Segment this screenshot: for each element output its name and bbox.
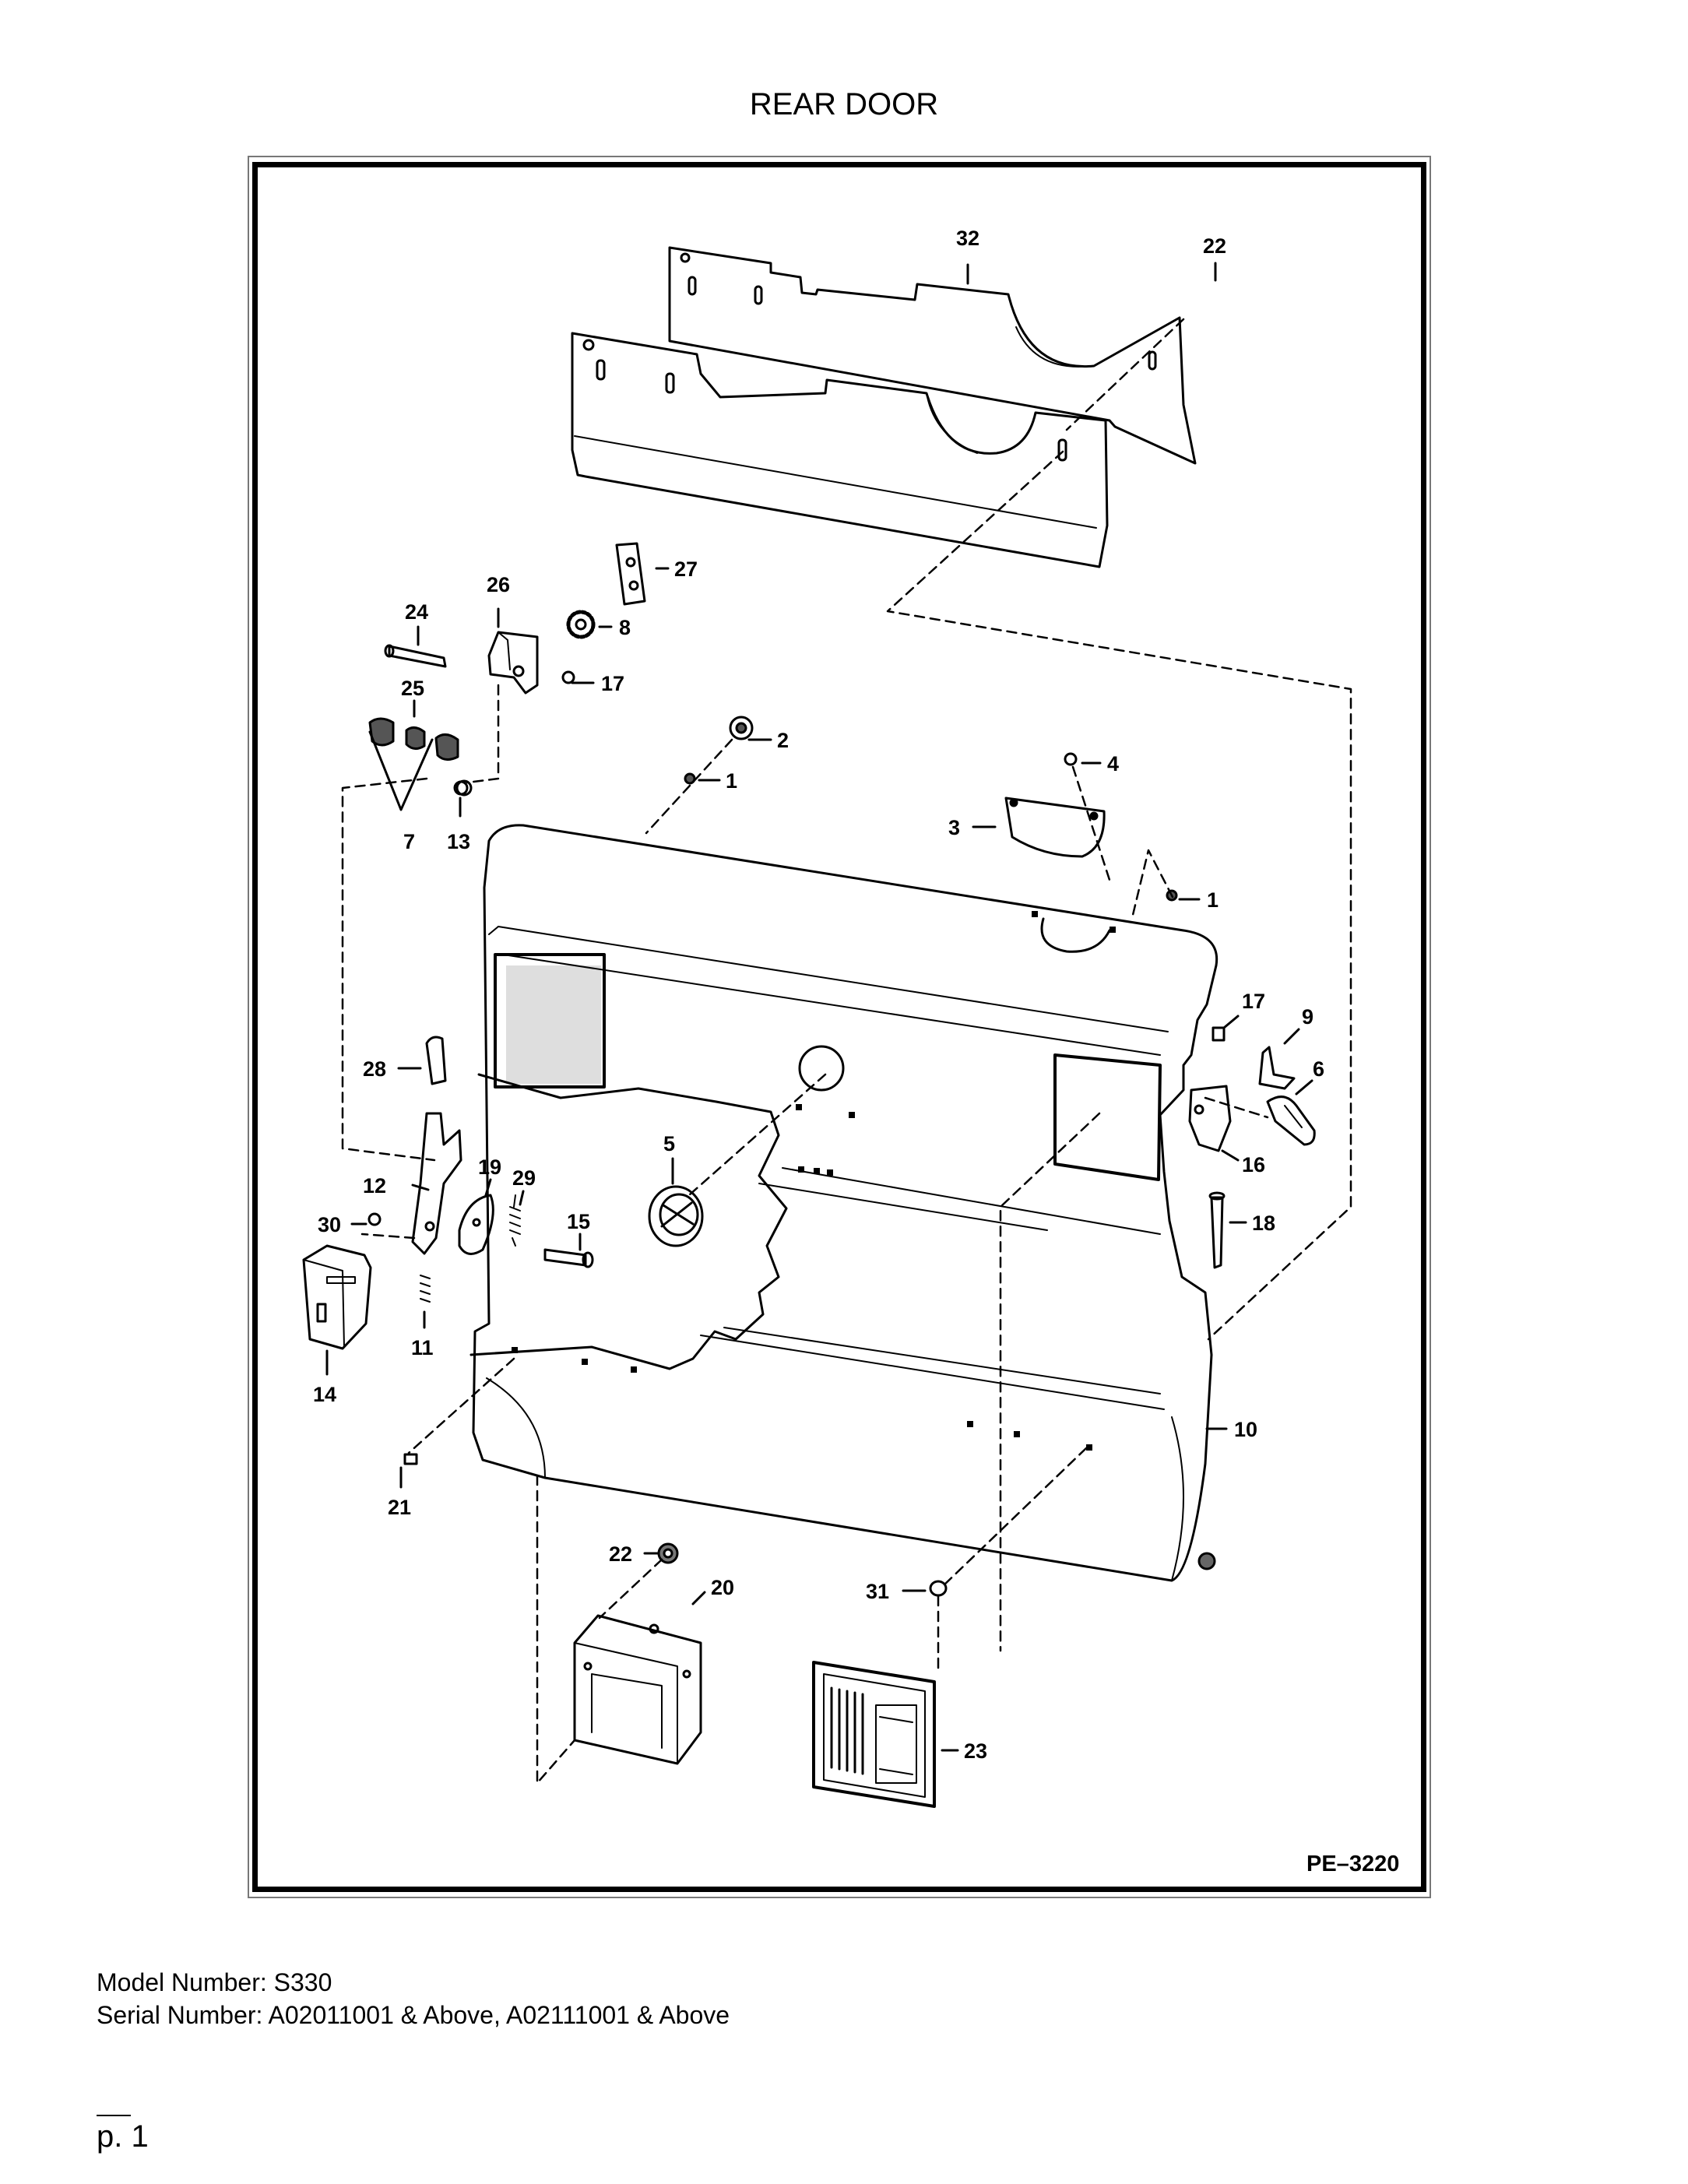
part-13-bolt bbox=[455, 779, 473, 797]
callout-24: 24 bbox=[405, 600, 428, 624]
page-number: p. 1 bbox=[97, 2119, 149, 2154]
callout-22: 22 bbox=[609, 1542, 632, 1566]
callout-9: 9 bbox=[1302, 1005, 1313, 1029]
fasteners bbox=[367, 670, 1216, 1570]
callout-14: 14 bbox=[313, 1383, 336, 1406]
callout-4: 4 bbox=[1107, 752, 1119, 775]
callout-17: 17 bbox=[1242, 990, 1265, 1013]
callout-5: 5 bbox=[663, 1132, 675, 1155]
part-6-latch-striker bbox=[1266, 1096, 1316, 1146]
callout-7: 7 bbox=[403, 830, 415, 853]
callout-11: 11 bbox=[411, 1336, 434, 1359]
callout-31: 31 bbox=[866, 1580, 889, 1603]
part-7-bushings bbox=[368, 717, 459, 761]
part-32-upper-shield-back bbox=[668, 246, 1197, 465]
part-26-hinge-bracket bbox=[487, 631, 539, 695]
callout-20: 20 bbox=[711, 1576, 734, 1599]
callout-27: 27 bbox=[674, 557, 698, 581]
diagram-frame-outer bbox=[248, 156, 1431, 1898]
callout-12: 12 bbox=[363, 1174, 386, 1198]
callout-22: 22 bbox=[1203, 234, 1226, 258]
part-28-knob bbox=[425, 1036, 447, 1085]
callout-16: 16 bbox=[1242, 1153, 1265, 1176]
part-10-rear-door bbox=[469, 824, 1219, 1582]
part-21-bolt bbox=[403, 1453, 418, 1465]
callout-6: 6 bbox=[1313, 1057, 1324, 1081]
callout-28: 28 bbox=[363, 1057, 386, 1081]
model-number: Model Number: S330 bbox=[97, 1968, 332, 1996]
page-rule bbox=[97, 2115, 131, 2116]
figure-code: PE–3220 bbox=[1306, 1852, 1400, 1876]
part-31-bolt bbox=[929, 1580, 948, 1597]
callout-3: 3 bbox=[948, 816, 960, 839]
part-16-hinge-bracket bbox=[1188, 1085, 1232, 1152]
part-18-pin bbox=[1208, 1191, 1226, 1269]
part-20-box-bracket bbox=[573, 1614, 702, 1765]
callout-2: 2 bbox=[777, 729, 789, 752]
callout-18: 18 bbox=[1252, 1212, 1275, 1235]
part-15-bolt bbox=[543, 1248, 594, 1268]
assembly-lines bbox=[341, 318, 1352, 1785]
serial-number: Serial Number: A02011001 & Above, A02111… bbox=[97, 2001, 730, 2029]
callout-19: 19 bbox=[478, 1155, 501, 1179]
callout-17: 17 bbox=[601, 672, 624, 695]
callout-29: 29 bbox=[512, 1166, 536, 1190]
part-5-handle bbox=[648, 1185, 704, 1247]
callout-1: 1 bbox=[1207, 888, 1219, 912]
part-24-pin bbox=[384, 644, 447, 668]
part-12-latch-lever bbox=[411, 1112, 462, 1255]
callout-1: 1 bbox=[726, 769, 737, 793]
callout-26: 26 bbox=[487, 573, 510, 596]
part-9-clip bbox=[1258, 1046, 1296, 1090]
part-29-spring bbox=[509, 1194, 521, 1247]
callout-10: 10 bbox=[1234, 1418, 1257, 1441]
callouts: 32 22 27 26 24 8 17 25 2 1 4 3 1 7 13 17… bbox=[313, 227, 1324, 1763]
callout-8: 8 bbox=[619, 616, 631, 639]
part-19-cam bbox=[458, 1194, 494, 1255]
callout-25: 25 bbox=[401, 677, 424, 700]
part-3-cover-plate bbox=[1004, 797, 1106, 858]
callout-23: 23 bbox=[964, 1739, 987, 1763]
callout-32: 32 bbox=[956, 227, 979, 250]
part-11-spring bbox=[420, 1275, 431, 1303]
part-23-plate bbox=[812, 1661, 936, 1808]
leader-lines bbox=[325, 262, 1313, 1752]
callout-15: 15 bbox=[567, 1210, 590, 1233]
part-27-plate bbox=[615, 542, 646, 606]
callout-30: 30 bbox=[318, 1213, 341, 1236]
callout-21: 21 bbox=[388, 1496, 411, 1519]
diagram-frame bbox=[252, 162, 1426, 1892]
part-17-nut bbox=[1211, 1026, 1226, 1042]
part-8-gear bbox=[566, 610, 596, 639]
callout-13: 13 bbox=[447, 830, 470, 853]
page-title: REAR DOOR bbox=[749, 87, 939, 121]
part-14-latch-housing bbox=[302, 1244, 372, 1350]
part-32-upper-shield-front bbox=[571, 332, 1109, 568]
